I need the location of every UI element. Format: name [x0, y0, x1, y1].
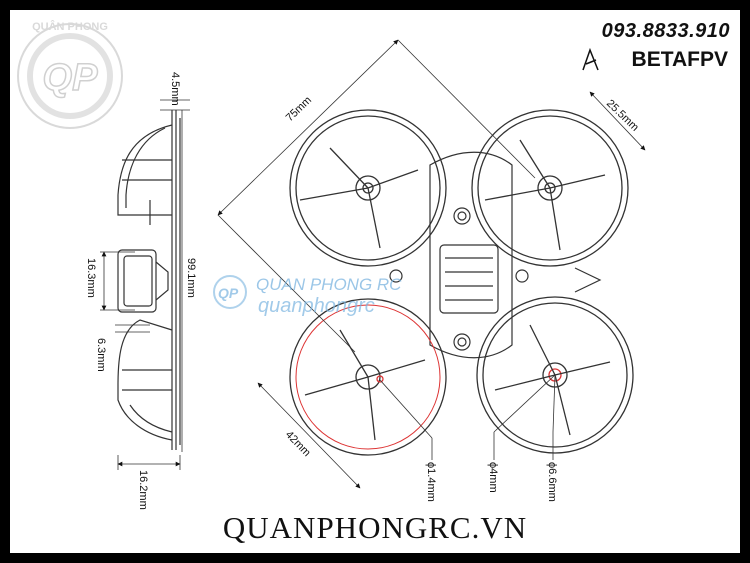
dim-hole-motor: ϕ6.6mm: [546, 462, 558, 502]
watermark: QP QUAN PHONG RC quanphongrc: [213, 275, 402, 317]
logo-ring-text: QUÂN PHONG: [32, 20, 108, 33]
dim-frame-step: 6.3mm: [95, 338, 107, 372]
duct-bottom-left: [289, 298, 447, 456]
top-view-dimensions: [217, 39, 646, 489]
logo-mark: QP: [43, 57, 99, 99]
dim-duct-inner: 25.5mm: [604, 98, 641, 134]
svg-text:QP: QP: [218, 285, 239, 301]
duct-top-left: [289, 109, 447, 267]
top-view: [389, 151, 602, 359]
dim-diagonal: 75mm: [284, 94, 314, 124]
dim-hole-small: ϕ1.4mm: [425, 462, 437, 502]
dim-hole-shaft: ϕ4mm: [487, 462, 499, 493]
phone-number: 093.8833.910: [601, 20, 730, 42]
duct-top-right: [471, 109, 629, 267]
duct-bottom-right: [476, 296, 634, 454]
dim-prop-diameter: 42mm: [283, 429, 313, 459]
side-view: [100, 99, 190, 470]
dim-total-length: 99.1mm: [185, 258, 197, 298]
watermark-line1: QUAN PHONG RC: [256, 275, 402, 294]
dim-duct-height: 16.3mm: [85, 258, 97, 298]
watermark-line2: quanphongrc: [258, 295, 375, 317]
quan-phong-logo: QP QUÂN PHONG: [17, 20, 123, 129]
dim-width: 16.2mm: [137, 470, 149, 510]
betafpv-icon: [582, 47, 599, 71]
brand-name: BETAFPV: [631, 48, 728, 71]
footer-site: QUANPHONGRC.VN: [222, 510, 528, 545]
dim-top-gap: 4.5mm: [169, 72, 181, 106]
